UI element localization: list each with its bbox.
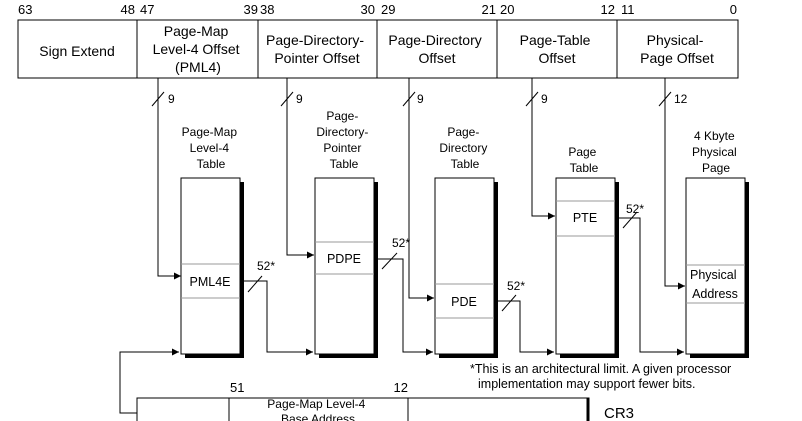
width-label-52-pde: 52*	[507, 279, 525, 293]
bit-label-0: 0	[730, 2, 737, 17]
base-address-width-labels: 52* 52* 52* 52*	[257, 202, 644, 293]
cr3-to-pml4-line	[119, 348, 179, 414]
pdp-offset-line	[286, 78, 314, 259]
bit-label-38: 38	[260, 2, 274, 17]
bit-label-63: 63	[18, 2, 32, 17]
pt-offset-line	[531, 78, 555, 220]
base-address-connectors	[119, 211, 684, 414]
field-sign-extend: Sign Extend	[39, 43, 115, 59]
width-label-page: 12	[674, 92, 688, 106]
caption-pdp-table: Page- Directory- Pointer Table	[316, 109, 371, 171]
pd-table: PDE	[434, 177, 498, 358]
pdpe-entry: PDPE	[327, 252, 361, 266]
caption-pml4-table: Page-Map Level-4 Table	[182, 125, 241, 171]
pd-offset-line	[408, 78, 434, 302]
field-page-offset: Physical- Page Offset	[640, 32, 714, 66]
pde-to-pt-line	[494, 300, 554, 356]
offset-connectors	[151, 78, 685, 302]
width-label-pd: 9	[417, 92, 424, 106]
field-pdp-offset: Page-Directory- Pointer Offset	[266, 32, 368, 66]
pte-entry: PTE	[573, 211, 597, 225]
physical-page: Physical Address	[685, 177, 749, 358]
pml4e-entry: PML4E	[190, 275, 231, 289]
width-label-52-pte: 52*	[626, 202, 644, 216]
pte-to-page-line	[615, 217, 684, 356]
pml4-table: PML4E	[180, 177, 244, 358]
pde-entry: PDE	[451, 295, 477, 309]
width-label-pdp: 9	[296, 92, 303, 106]
pt-table: PTE	[555, 177, 619, 358]
width-label-pt: 9	[541, 92, 548, 106]
caption-pd-table: Page- Directory Table	[439, 125, 490, 171]
offset-width-labels: 9 9 9 9 12	[168, 92, 688, 106]
width-label-pml4: 9	[168, 92, 175, 106]
width-label-52-pml4e: 52*	[257, 259, 275, 273]
bit-label-12: 12	[601, 2, 615, 17]
bit-label-20: 20	[500, 2, 514, 17]
field-pt-offset: Page-Table Offset	[520, 32, 595, 66]
virtual-address-bar: Sign Extend Page-Map Level-4 Offset (PML…	[17, 19, 739, 79]
table-captions: Page-Map Level-4 Table Page- Directory- …	[182, 109, 740, 175]
pdpe-to-pd-line	[374, 258, 433, 356]
bit-label-29: 29	[381, 2, 395, 17]
bit-label-39: 39	[244, 2, 258, 17]
pdp-table: PDPE	[314, 177, 378, 358]
bit-label-47: 47	[140, 2, 154, 17]
pml4e-to-pdp-line	[240, 280, 313, 356]
cr3-bit-label-12: 12	[394, 380, 408, 395]
bit-label-11: 11	[621, 2, 635, 17]
width-label-52-pdpe: 52*	[392, 236, 410, 250]
caption-physical-page: 4 Kbyte Physical Page	[692, 129, 740, 175]
pml4-offset-line	[157, 78, 181, 280]
page-offset-line	[664, 78, 685, 290]
bit-label-30: 30	[361, 2, 375, 17]
cr3-register: 51 12 Page-Map Level-4 Base Address CR3	[136, 380, 634, 421]
caption-pt-table: Page Table	[568, 145, 599, 175]
physical-address-entry: Physical Address	[690, 268, 740, 301]
page-tables: PML4E PDPE PDE PTE	[180, 177, 749, 358]
bit-label-48: 48	[121, 2, 135, 17]
cr3-bit-label-51: 51	[230, 380, 244, 395]
bit-position-labels: 63 48 47 39 38 30 29 21 20 12 11 0	[18, 2, 737, 17]
cr3-base-address-field: Page-Map Level-4 Base Address	[267, 397, 368, 421]
bit-label-21: 21	[482, 2, 496, 17]
field-pd-offset: Page-Directory Offset	[388, 32, 485, 66]
cr3-label: CR3	[604, 405, 634, 421]
footnote: *This is an architectural limit. A given…	[470, 362, 735, 391]
field-pml4-offset: Page-Map Level-4 Offset (PML4)	[153, 23, 244, 75]
